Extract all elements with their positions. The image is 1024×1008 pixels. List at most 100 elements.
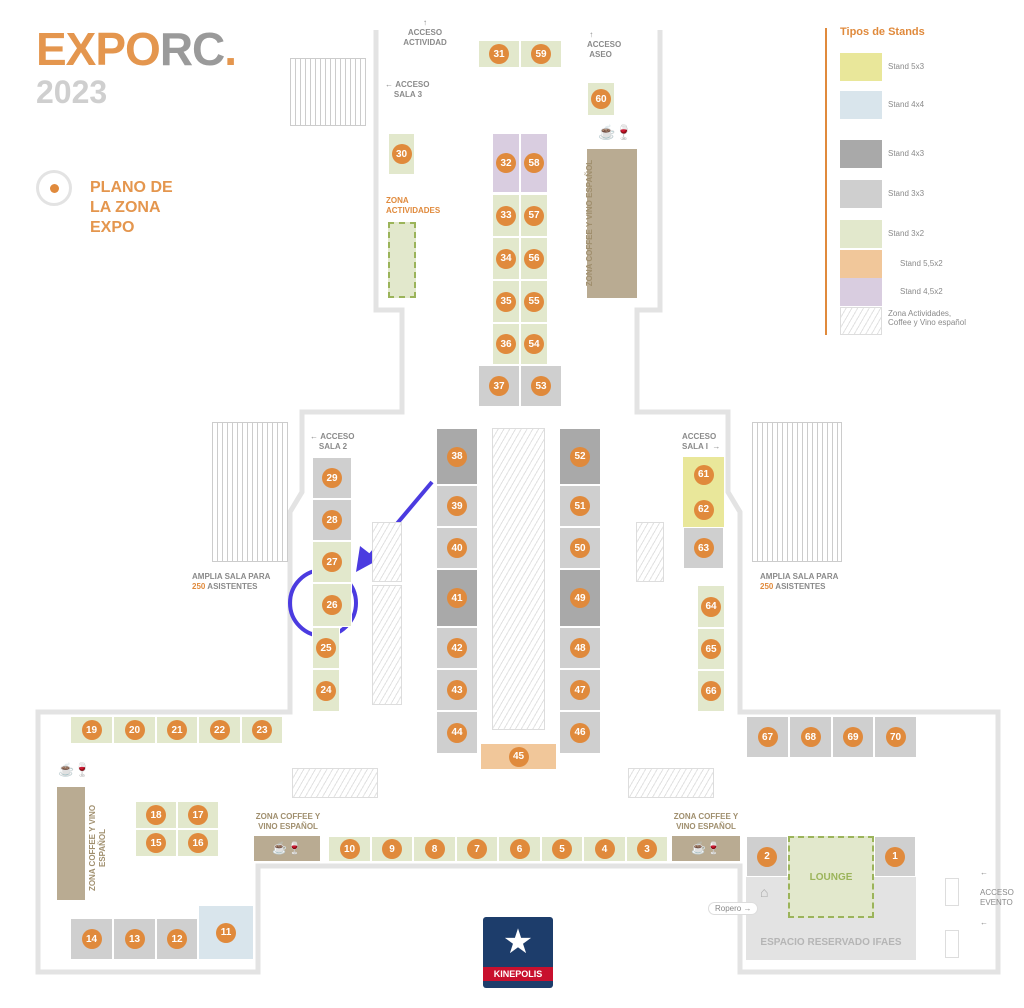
stand-number: 24 [316, 680, 336, 701]
stand-47[interactable]: 47 [559, 669, 601, 711]
stand-57[interactable]: 57 [520, 194, 548, 237]
stand-50[interactable]: 50 [559, 527, 601, 569]
stand-32[interactable]: 32 [492, 133, 520, 193]
stand-49[interactable]: 49 [559, 569, 601, 627]
stand-18[interactable]: 18 [135, 801, 177, 829]
stand-70[interactable]: 70 [874, 716, 917, 758]
stand-number: 39 [447, 496, 467, 516]
stand-number: 61 [693, 464, 714, 485]
stand-2[interactable]: 2 [746, 836, 788, 877]
stand-24[interactable]: 24 [312, 669, 340, 712]
stand-56[interactable]: 56 [520, 237, 548, 280]
stand-7[interactable]: 7 [456, 836, 498, 862]
stand-67[interactable]: 67 [746, 716, 789, 758]
stand-number: 2 [757, 846, 777, 867]
stand-10[interactable]: 10 [328, 836, 371, 862]
stand-51[interactable]: 51 [559, 485, 601, 527]
stand-6[interactable]: 6 [498, 836, 541, 862]
logo-year: 2023 [36, 74, 108, 110]
stand-44[interactable]: 44 [436, 711, 478, 754]
label-text: EVENTO [980, 898, 1013, 907]
stand-15[interactable]: 15 [135, 829, 177, 857]
legend-label: Zona Actividades, Coffee y Vino español [888, 309, 966, 327]
stand-61[interactable]: 61 [683, 457, 724, 492]
stand-43[interactable]: 43 [436, 669, 478, 711]
stand-28[interactable]: 28 [312, 499, 352, 541]
stand-30[interactable]: 30 [388, 133, 415, 175]
stand-48[interactable]: 48 [559, 627, 601, 669]
zona-actividades-area [388, 222, 416, 298]
stand-68[interactable]: 68 [789, 716, 832, 758]
coffee-zone-left [57, 787, 85, 900]
stand-29[interactable]: 29 [312, 457, 352, 499]
stand-62[interactable]: 62 [683, 492, 724, 527]
stand-4[interactable]: 4 [583, 836, 626, 862]
stand-19[interactable]: 19 [70, 716, 113, 744]
stand-number: 45 [508, 746, 529, 767]
stand-20[interactable]: 20 [113, 716, 156, 744]
legend-swatch-hatch [840, 307, 882, 335]
stand-8[interactable]: 8 [413, 836, 456, 862]
stand-59[interactable]: 59 [520, 40, 562, 68]
stand-65[interactable]: 65 [697, 628, 725, 670]
stand-27[interactable]: 27 [312, 541, 352, 583]
stand-69[interactable]: 69 [832, 716, 874, 758]
stand-5[interactable]: 5 [541, 836, 583, 862]
stand-number: 28 [322, 510, 342, 530]
stand-number: 41 [447, 588, 467, 608]
stand-number: 65 [701, 639, 721, 659]
stand-66[interactable]: 66 [697, 670, 725, 712]
stand-45[interactable]: 45 [480, 743, 557, 770]
stand-1[interactable]: 1 [874, 836, 916, 877]
stand-41[interactable]: 41 [436, 569, 478, 627]
stand-52[interactable]: 52 [559, 428, 601, 485]
stand-9[interactable]: 9 [371, 836, 413, 862]
stand-31[interactable]: 31 [478, 40, 520, 68]
stand-21[interactable]: 21 [156, 716, 198, 744]
stand-12[interactable]: 12 [156, 918, 198, 960]
stand-number: 21 [167, 720, 187, 740]
stand-number: 46 [570, 722, 590, 743]
stand-14[interactable]: 14 [70, 918, 113, 960]
stand-11[interactable]: 11 [198, 905, 254, 960]
stand-number: 47 [570, 680, 590, 700]
logo-rc: RC [159, 23, 225, 75]
stand-64[interactable]: 64 [697, 585, 725, 628]
stand-23[interactable]: 23 [241, 716, 283, 744]
stand-55[interactable]: 55 [520, 280, 548, 323]
label-text: ZONA COFFEE Y [673, 812, 739, 821]
stand-58[interactable]: 58 [520, 133, 548, 193]
stand-number: 36 [496, 334, 516, 354]
stand-number: 19 [81, 720, 102, 740]
stand-25[interactable]: 25 [312, 627, 340, 669]
stand-53[interactable]: 53 [520, 365, 562, 407]
ropero-tag: Ropero → [708, 902, 759, 915]
stand-number: 22 [209, 720, 230, 740]
stand-38[interactable]: 38 [436, 428, 478, 485]
stand-17[interactable]: 17 [177, 801, 219, 829]
stand-46[interactable]: 46 [559, 711, 601, 754]
stand-60[interactable]: 60 [587, 82, 615, 116]
stand-63[interactable]: 63 [683, 527, 724, 569]
plan-title-line: LA ZONA [90, 199, 161, 216]
legend-swatch-s3x3 [840, 180, 882, 208]
stand-number: 6 [509, 839, 530, 859]
counter-icon [945, 930, 959, 958]
stand-42[interactable]: 42 [436, 627, 478, 669]
zona-coffee-vertical-label: ZONA COFFEE Y VINO ESPAÑOL [585, 159, 594, 287]
stand-number: 56 [524, 248, 544, 269]
stand-34[interactable]: 34 [492, 237, 520, 280]
stand-35[interactable]: 35 [492, 280, 520, 323]
stand-40[interactable]: 40 [436, 527, 478, 569]
stand-54[interactable]: 54 [520, 323, 548, 365]
stand-36[interactable]: 36 [492, 323, 520, 365]
stand-3[interactable]: 3 [626, 836, 668, 862]
stand-16[interactable]: 16 [177, 829, 219, 857]
stand-37[interactable]: 37 [478, 365, 520, 407]
stand-26[interactable]: 26 [312, 583, 352, 627]
stand-33[interactable]: 33 [492, 194, 520, 237]
lounge-label: LOUNGE [809, 871, 853, 883]
stand-13[interactable]: 13 [113, 918, 156, 960]
stand-39[interactable]: 39 [436, 485, 478, 527]
stand-22[interactable]: 22 [198, 716, 241, 744]
